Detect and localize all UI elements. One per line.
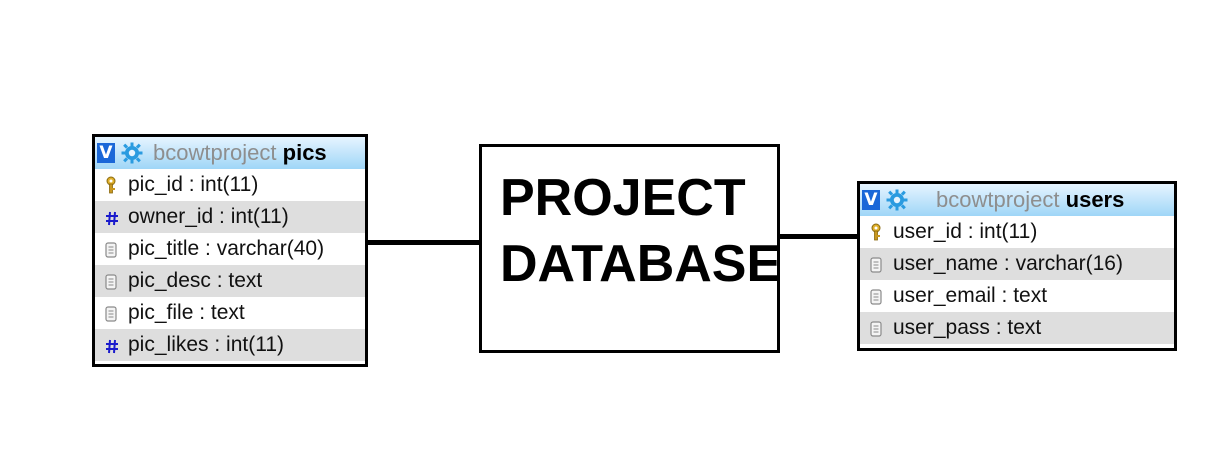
toggle-v-icon[interactable]: V <box>97 143 115 163</box>
pics-column-row[interactable]: pic_likes : int(11) <box>95 329 365 361</box>
pics-column-label: owner_id : int(11) <box>128 205 289 228</box>
pics-column-row[interactable]: pic_file : text <box>95 297 365 329</box>
pics-table-title: bcowtproject pics <box>153 140 327 166</box>
users-table-header[interactable]: V bcowtproject users <box>860 184 1174 216</box>
users-column-label: user_email : text <box>893 284 1048 307</box>
text-field-icon <box>870 287 884 305</box>
key-icon <box>870 223 884 241</box>
users-column-row[interactable]: user_name : varchar(16) <box>860 248 1174 280</box>
users-column-label: user_name : varchar(16) <box>893 252 1123 275</box>
pics-table-name: pics <box>282 140 327 165</box>
pics-column-label: pic_title : varchar(40) <box>128 237 325 260</box>
pics-column-label: pic_file : text <box>128 301 245 324</box>
pics-table-header[interactable]: V bcowtproject pics <box>95 137 365 169</box>
text-field-icon <box>105 304 119 322</box>
toggle-v-icon[interactable]: V <box>862 190 880 210</box>
users-column-row[interactable]: user_id : int(11) <box>860 216 1174 248</box>
users-table[interactable]: V bcowtproject users user_id : int(11) us… <box>857 181 1177 351</box>
users-column-label: user_pass : text <box>893 316 1042 339</box>
text-field-icon <box>105 240 119 258</box>
project-label: PROJECT <box>500 169 746 227</box>
pics-db-name: bcowtproject <box>153 140 277 165</box>
users-column-label: user_id : int(11) <box>893 220 1038 243</box>
users-column-row[interactable]: user_pass : text <box>860 312 1174 344</box>
database-label: DATABASE <box>500 235 782 293</box>
pics-column-row[interactable]: owner_id : int(11) <box>95 201 365 233</box>
pics-column-row[interactable]: pic_id : int(11) <box>95 169 365 201</box>
hash-icon <box>105 336 119 354</box>
users-table-name: users <box>1065 187 1125 212</box>
hash-icon <box>105 208 119 226</box>
key-icon <box>105 176 119 194</box>
text-field-icon <box>870 255 884 273</box>
connector-project-users <box>780 234 858 239</box>
text-field-icon <box>870 319 884 337</box>
users-table-title: bcowtproject users <box>936 187 1124 213</box>
pics-column-row[interactable]: pic_title : varchar(40) <box>95 233 365 265</box>
connector-pics-project <box>368 240 480 245</box>
gear-icon[interactable] <box>886 189 908 211</box>
users-db-name: bcowtproject <box>936 187 1060 212</box>
pics-column-row[interactable]: pic_desc : text <box>95 265 365 297</box>
pics-column-label: pic_likes : int(11) <box>128 333 285 356</box>
project-database-box: PROJECT DATABASE <box>479 144 782 353</box>
pics-table[interactable]: V bcowtproject pics pic_id : int(11) owne… <box>92 134 368 367</box>
pics-column-label: pic_id : int(11) <box>128 173 259 196</box>
users-column-row[interactable]: user_email : text <box>860 280 1174 312</box>
pics-column-label: pic_desc : text <box>128 269 263 292</box>
gear-icon[interactable] <box>121 142 143 164</box>
text-field-icon <box>105 272 119 290</box>
